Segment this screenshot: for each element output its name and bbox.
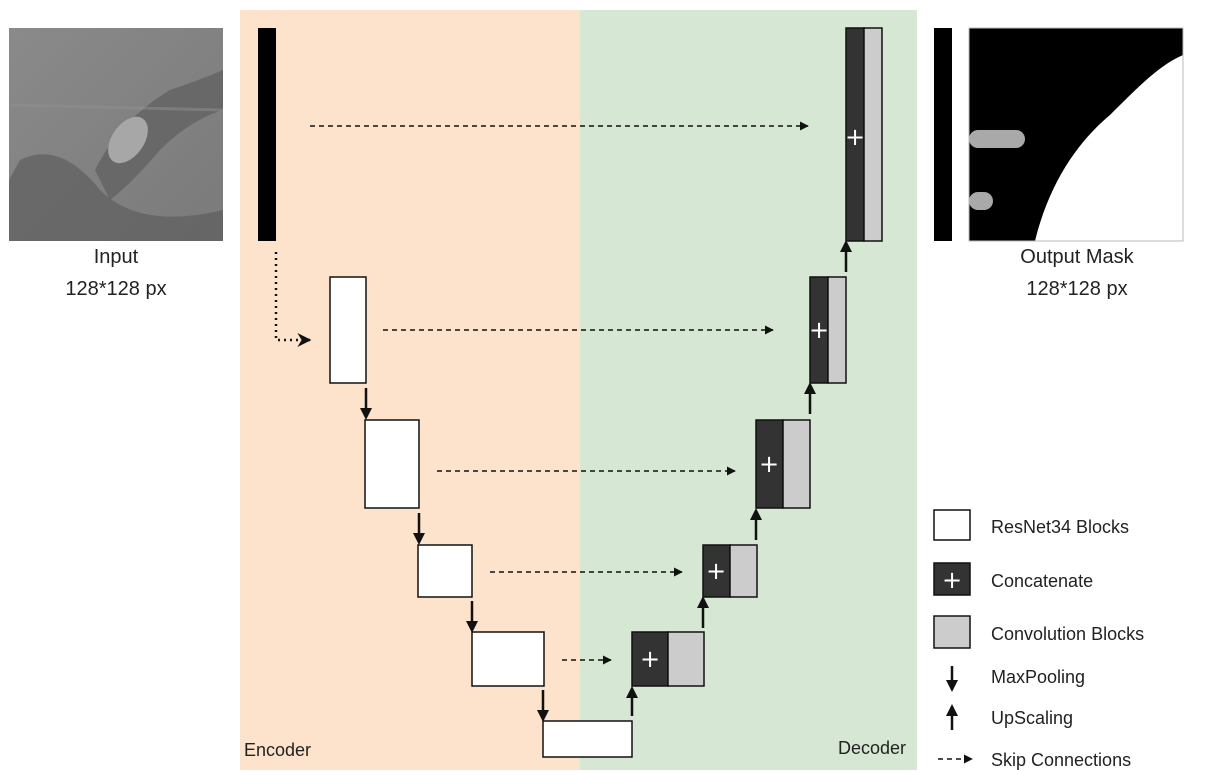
legend: ResNet34 Blocks + Concatenate Convolutio… xyxy=(933,509,1144,770)
legend-skip-label: Skip Connections xyxy=(991,750,1131,770)
output-mask-image xyxy=(968,27,1184,242)
input-image xyxy=(8,28,224,241)
encoder-block-1 xyxy=(329,276,367,384)
legend-concat-label: Concatenate xyxy=(991,571,1093,591)
output-label-line1: Output Mask xyxy=(1020,246,1134,268)
decoder-block-0: + xyxy=(845,27,883,242)
encoder-input-bar xyxy=(258,28,276,241)
encoder-label: Encoder xyxy=(244,740,311,760)
decoder-block-4: + xyxy=(631,631,705,687)
concat-plus-3: + xyxy=(706,557,726,585)
decoder-block-1: + xyxy=(809,276,847,384)
concat-plus-2: + xyxy=(759,450,779,478)
upscale-arrows xyxy=(626,240,852,716)
encoder-block-2 xyxy=(364,419,420,509)
legend-concat-swatch xyxy=(933,562,971,596)
encoder-block-4 xyxy=(471,631,545,687)
concat-plus-4: + xyxy=(640,645,660,673)
bottleneck-block xyxy=(542,720,633,758)
concat-plus-0: + xyxy=(845,123,865,151)
legend-conv-label: Convolution Blocks xyxy=(991,624,1144,644)
concat-plus-1: + xyxy=(809,316,829,344)
decoder-label: Decoder xyxy=(838,738,906,758)
legend-resnet-swatch xyxy=(933,509,971,541)
decoder-block-2: + xyxy=(755,419,811,509)
decoder-block-3: + xyxy=(702,544,758,598)
input-label-line1: Input xyxy=(94,246,139,268)
maxpool-arrows xyxy=(360,388,549,722)
legend-conv-swatch xyxy=(933,615,971,649)
skip-connections xyxy=(310,121,809,665)
encoder-block-3 xyxy=(417,544,473,598)
input-label-line2: 128*128 px xyxy=(65,278,166,300)
legend-resnet-label: ResNet34 Blocks xyxy=(991,517,1129,537)
output-bar xyxy=(934,28,952,241)
legend-concat-plus: + xyxy=(942,566,962,594)
legend-maxpool-label: MaxPooling xyxy=(991,667,1085,687)
legend-upscale-label: UpScaling xyxy=(991,708,1073,728)
output-label-line2: 128*128 px xyxy=(1026,278,1127,300)
